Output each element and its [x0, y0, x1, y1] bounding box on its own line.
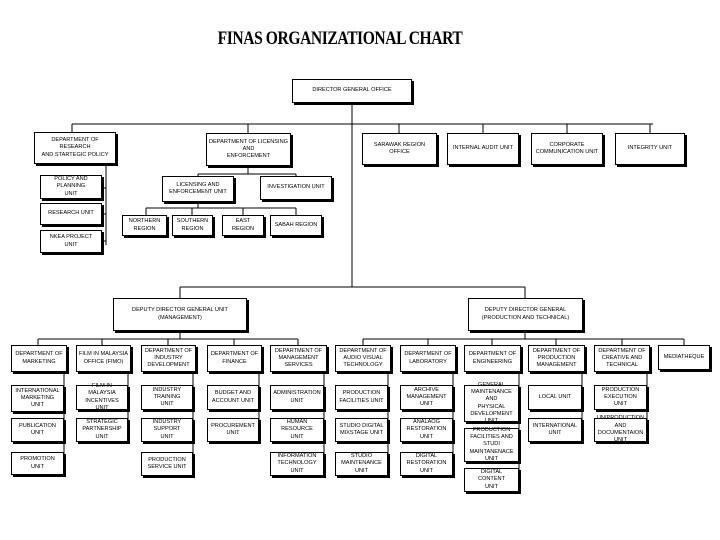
- mediatheque-box: MEDIATHEQUE: [658, 345, 710, 370]
- human-resource-unit-box: HUMAN RESOURCE UNIT: [270, 418, 324, 442]
- dept-creative-technical-box: DEPARTMENT OF CREATIVE AND TECHNICAL: [594, 345, 650, 372]
- industry-support-unit-box: INDUSTRY SUPPORT UNIT: [141, 418, 193, 442]
- production-execution-unit-box: PRODUCTION EXECUTION UNIT: [594, 385, 647, 410]
- budget-account-unit-box: BUDGET AND ACCOUNT UNIT: [207, 385, 259, 410]
- dept-research-box: DEPARTMENT OF RESEARCH AND STARTEGIC POL…: [34, 132, 116, 164]
- deputy-dg-management-box: DEPUTY DIRECTOR GENERAL UNIT (MANAGEMENT…: [113, 298, 247, 331]
- procurement-unit-box: PROCUREMENT UNIT: [207, 418, 259, 442]
- strategic-partnership-unit-box: STRATEGIC PARTNERSHIP UNIT: [76, 418, 128, 442]
- dept-finance-box: DEPARTMENT OF FINANCE: [207, 345, 262, 372]
- studio-mixstage-unit-box: STUDIO DIGITAL MIXSTAGE UNIT: [335, 418, 388, 442]
- licensing-enforcement-unit-box: LICENSING AND ENFORCEMENT UNIT: [162, 176, 234, 202]
- deputy-dg-production-box: DEPUTY DIRECTOR GENERAL (PRODUCTION AND …: [468, 298, 583, 331]
- industry-training-unit-box: INDUSTRY TRAINING UNIT: [141, 385, 193, 410]
- local-unit-box: LOCAL UNIT: [528, 385, 582, 410]
- production-facilities-studio-maintenance-box: PRODUCTION FACILITIES AND STUDI MAINTANE…: [464, 427, 519, 462]
- internal-audit-unit-box: INTERNAL AUDIT UNIT: [447, 133, 519, 165]
- fimo-office-box: FILM IN MALAYSIA OFFICE (FIMO): [76, 345, 131, 372]
- international-unit-box: INTERNATIONAL UNIT: [528, 418, 582, 442]
- publication-unit-box: PUBLICATION UNIT: [11, 418, 64, 442]
- information-technology-unit-box: INFORMATION TECHNOLOGY UNIT: [270, 452, 324, 476]
- investigation-unit-box: INVESTIGATION UNIT: [260, 176, 332, 200]
- nkea-project-unit-box: NKEA PROJECT UNIT: [40, 230, 102, 253]
- production-service-unit-box: PRODUCTION SERVICE UNIT: [141, 452, 193, 476]
- dept-industry-development-box: DEPARTMENT OF INDUSTRY DEVELOPMENT: [141, 345, 196, 372]
- dept-marketing-box: DEPARTMENT OF MARKETING: [11, 345, 67, 372]
- analog-restoration-unit-box: ANALAOG RESTORATION UNIT: [400, 418, 453, 442]
- dept-audio-visual-box: DEPARTMENT OF AUDIO VISUAL TECHNOLOGY: [335, 345, 391, 372]
- uniproduction-documentation-unit-box: UNIPRODUCTION AND DOCUMENTAION UNIT: [594, 415, 647, 443]
- promotion-unit-box: PROMOTION UNIT: [11, 452, 64, 475]
- corporate-communication-unit-box: CORPORATE COMMUNICATION UNIT: [531, 133, 603, 165]
- production-facilities-unit-box: PRODUCTION FACILITIES UNIT: [335, 385, 388, 410]
- policy-planning-unit-box: POLICY AND PLANNING UNIT: [40, 175, 102, 199]
- dept-management-services-box: DEPARTMENT OF MANAGEMENT SERVICES: [270, 345, 327, 372]
- chart-title: FINAS ORGANIZATIONAL CHART: [217, 28, 463, 49]
- archive-management-unit-box: ARCHIVE MANAGEMENT UNIT: [400, 385, 453, 410]
- dept-laboratory-box: DEPARTMENT OF LABORATORY: [400, 345, 456, 372]
- digital-restoration-unit-box: DIGITAL RESTORATION UNIT: [400, 452, 453, 476]
- administration-unit-box: ADMINISTRATION UNIT: [270, 385, 324, 410]
- studio-maintenance-unit-box: STUDIO MAINTENANCE UNIT: [335, 452, 388, 476]
- director-general-office-box: DIRECTOR GENERAL OFFICE: [292, 79, 412, 103]
- southern-region-box: SOUTHERN REGION: [172, 215, 213, 236]
- digital-content-unit-box: DIGITAL CONTENT UNIT: [464, 468, 519, 492]
- dept-production-management-box: DEPARTMENT OF PRODUCTION MANAGEMENT: [528, 345, 585, 372]
- dept-engineering-box: DEPARTMENT OF ENGINEERING: [464, 345, 521, 372]
- international-marketing-unit-box: INTERNATIONAL MARKETING UNIT: [11, 385, 64, 412]
- fim-incentives-unit-box: FILM IN MALAYSIA INCENTIVES UNIT: [76, 383, 128, 411]
- northern-region-box: NORTHERN REGION: [122, 215, 167, 236]
- integrity-unit-box: INTEGRITY UNIT: [615, 133, 685, 165]
- research-unit-box: RESEARCH UNIT: [40, 203, 102, 225]
- dept-licensing-box: DEPARTMENT OF LICENSING AND ENFORCEMENT: [206, 133, 291, 166]
- sarawak-region-office-box: SARAWAK REGION OFFICE: [362, 133, 437, 165]
- general-maintenance-unit-box: GENERAL MAINTENANCE AND PHYSICAL DEVELOP…: [464, 382, 519, 424]
- east-region-box: EAST REGION: [222, 215, 264, 236]
- sabah-region-box: SABAH REGION: [270, 215, 322, 236]
